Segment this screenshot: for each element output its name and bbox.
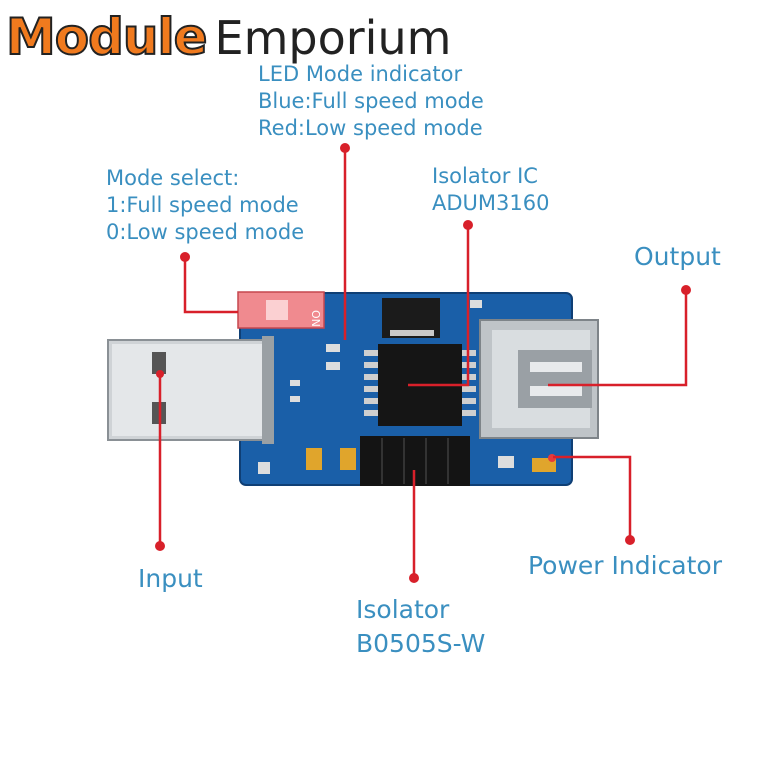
isolator-ic-label: Isolator IC ADUM3160 — [432, 164, 550, 215]
isolator-module-label: Isolator B0505S-W — [356, 595, 486, 658]
led-mode-label: LED Mode indicator Blue:Full speed mode … — [258, 62, 484, 140]
mode-select-label: Mode select: 1:Full speed mode 0:Low spe… — [106, 166, 305, 244]
input-label: Input — [138, 564, 203, 593]
usb-a-plug — [107, 336, 274, 444]
output-label: Output — [634, 242, 721, 271]
smd-components — [258, 300, 556, 474]
leader-dots — [155, 143, 691, 583]
leader-lines — [158, 148, 688, 578]
power-indicator-label: Power Indicator — [528, 551, 723, 580]
usb-a-socket — [479, 319, 599, 439]
brand-module: Module — [5, 7, 209, 67]
dip-switch: ON — [237, 291, 325, 329]
dip-on-text: ON — [309, 310, 322, 327]
brand-emporium: Emporium — [214, 11, 452, 65]
